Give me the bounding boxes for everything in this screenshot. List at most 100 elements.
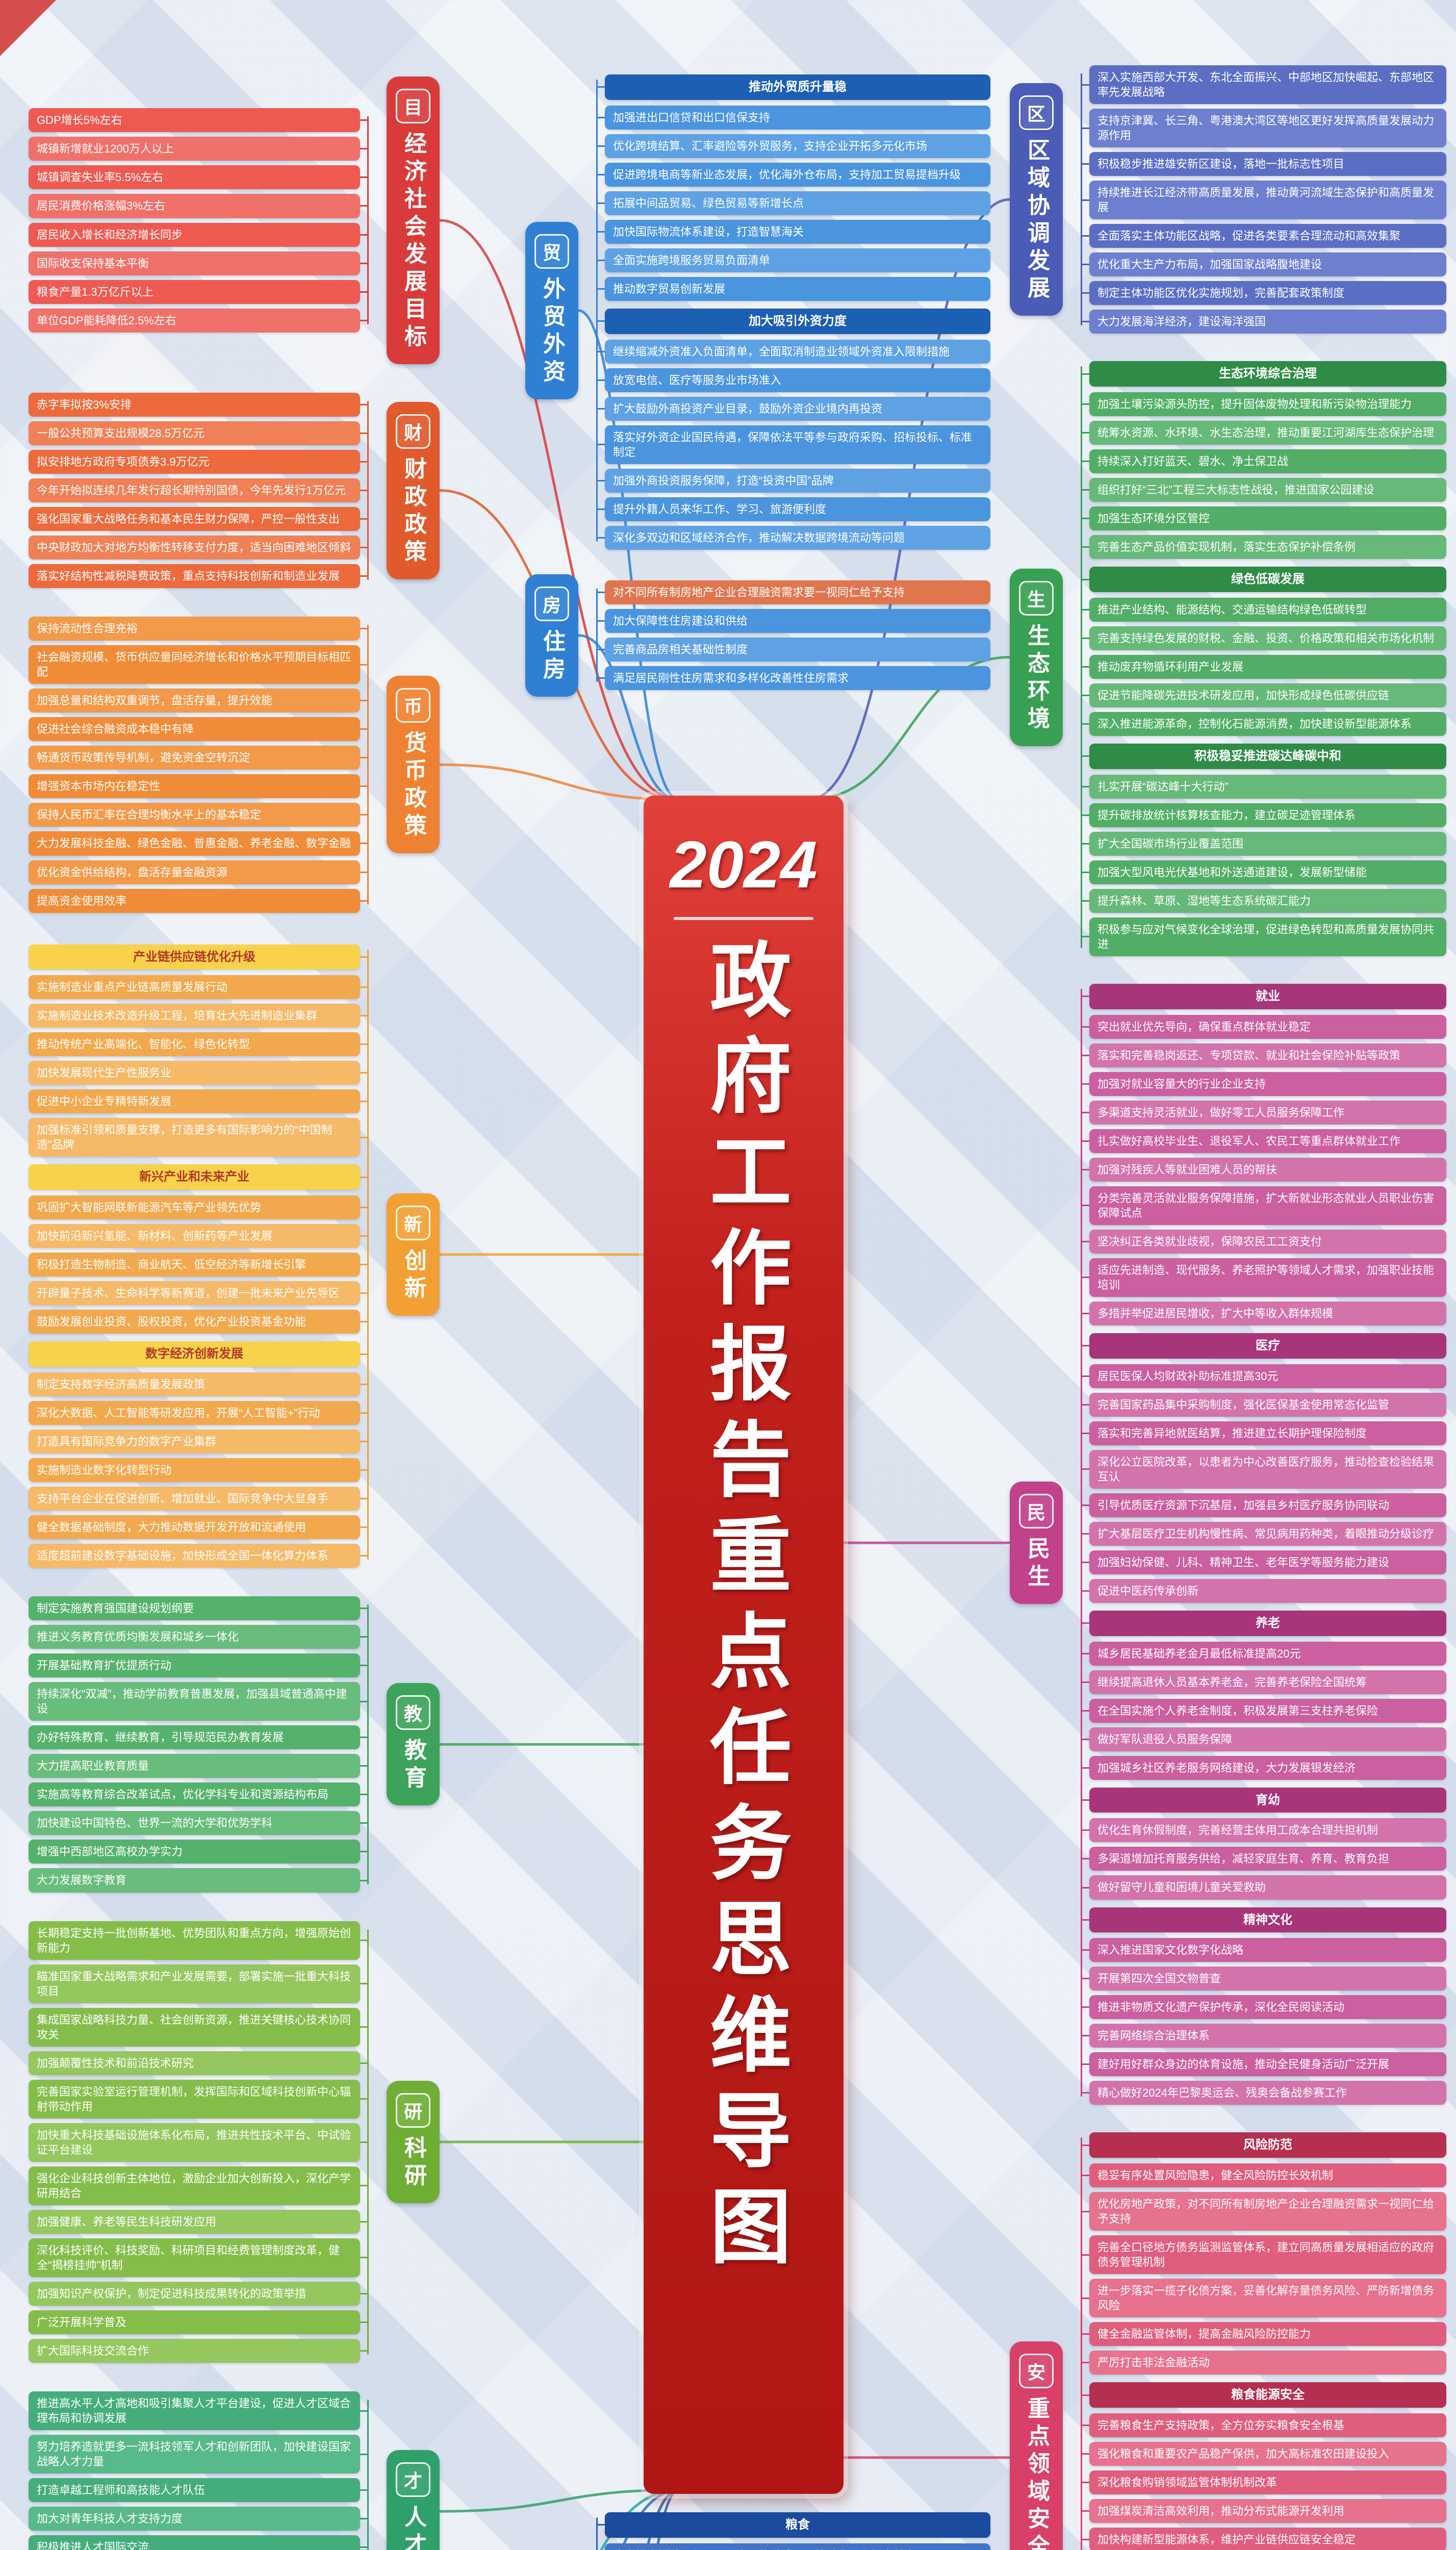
key-security-icon: 安 — [1019, 2353, 1054, 2388]
task-item: 组织打好“三北”工程三大标志性战役，推进国家公园建设 — [1081, 478, 1446, 502]
category-tab-fiscal-policy: 财财政政策 — [387, 401, 440, 579]
task-item: 鼓励发展创业投资、股权投资，优化产业投资基金功能 — [29, 1310, 369, 1334]
task-item: 适度超前建设数字基础设施，加快形成全国一体化算力体系 — [29, 1544, 369, 1568]
task-item: 居民医保人均财政补助标准提高30元 — [1081, 1364, 1446, 1388]
task-item: 优化房地产政策，对不同所有制房地产企业合理融资需求一视同仁给予支持 — [1081, 2192, 1446, 2231]
task-item: 加强知识产权保护，制定促进科技成果转化的政策举措 — [29, 2282, 369, 2306]
category-group-research: 长期稳定支持一批创新基地、优势团队和重点方向，增强原始创新能力瞄准国家重大战略需… — [29, 1921, 440, 2363]
task-list: 推动外贸质升量稳加强进出口信贷和出口信保支持优化跨境结算、汇率避险等外贸服务，支… — [592, 71, 990, 550]
task-item: 加大对青年科技人才支持力度 — [29, 2507, 369, 2531]
task-item: 城镇调查失业率5.5%左右 — [29, 165, 369, 190]
subgroup-header: 积极稳妥推进碳达峰碳中和 — [1081, 744, 1446, 769]
banner-title: 政府工作报告重点任务思维导图 — [698, 937, 789, 2280]
task-item: 优化生育休假制度，完善经营主体用工成本合理共担机制 — [1081, 1818, 1446, 1843]
fiscal-policy-icon: 财 — [396, 414, 430, 449]
category-group-housing: 房住房对不同所有制房地产企业合理融资需求要一视同仁给予支持加大保障性住房建设和供… — [525, 574, 990, 697]
task-item: 加强对就业容量大的行业企业支持 — [1081, 1072, 1446, 1096]
category-tab-foreign-trade: 贸外贸外资 — [525, 221, 578, 399]
task-item: 开展基础教育扩优提质行动 — [29, 1653, 369, 1678]
task-item: 持续深入打好蓝天、碧水、净土保卫战 — [1081, 449, 1446, 474]
task-item: 促进中医药传承创新 — [1081, 1578, 1446, 1603]
task-list: 风险防范稳妥有序处置风险隐患，健全风险防控长效机制优化房地产政策，对不同所有制房… — [1076, 2129, 1446, 2550]
task-item: 加快发展现代生产性服务业 — [29, 1061, 369, 1085]
task-item: 做好留守儿童和困境儿童关爱救助 — [1081, 1875, 1446, 1900]
task-list: 长期稳定支持一批创新基地、优势团队和重点方向，增强原始创新能力瞄准国家重大战略需… — [29, 1921, 373, 2363]
task-item: 加强城乡社区养老服务网络建设，大力发展银发经济 — [1081, 1755, 1446, 1780]
task-item: 畅通货币政策传导机制，避免资金空转沉淀 — [29, 746, 369, 770]
task-item: 强化国家重大战略任务和基本民生财力保障，严控一般性支出 — [29, 507, 369, 531]
task-item: 加强健康、养老等民生科技研发应用 — [29, 2209, 369, 2234]
task-item: 稳妥有序处置风险隐患，健全风险防控长效机制 — [1081, 2163, 1446, 2188]
task-item: 加快前沿新兴氢能、新材料、创新药等产业发展 — [29, 1224, 369, 1248]
category-label: 住房 — [540, 629, 565, 684]
task-item: 全面落实主体功能区战略，促进各类要素合理流动和高效集聚 — [1081, 224, 1446, 248]
task-item: 加快国际物流体系建设，打造智慧海关 — [596, 219, 990, 244]
task-item: 扩大鼓励外商投资产业目录，鼓励外资企业境内再投资 — [596, 396, 990, 421]
middle-top-column: 贸外贸外资推动外贸质升量稳加强进出口信贷和出口信保支持优化跨境结算、汇率避险等外… — [525, 71, 990, 697]
task-item: 引导优质医疗资源下沉基层，加强县乡村医疗服务协同联动 — [1081, 1493, 1446, 1517]
category-group-agriculture: 农三农粮食稳定粮食播种面积，巩固大豆扩种成果，推动大面积提高单产适当提高小麦最低… — [525, 2509, 990, 2550]
category-group-monetary-policy: 保持流动性合理充裕社会融资规模、货币供应量同经济增长和价格水平预期目标相匹配加强… — [29, 617, 440, 913]
task-item: 加快建设中国特色、世界一流的大学和优势学科 — [29, 1811, 369, 1835]
subgroup-header: 产业链供应链优化升级 — [29, 944, 369, 970]
category-tab-economic-goals: 目经济社会发展目标 — [387, 76, 440, 364]
task-item: 适应先进制造、现代服务、养老照护等领域人才需求，加强职业技能培训 — [1081, 1258, 1446, 1297]
category-tab-housing: 房住房 — [525, 574, 578, 697]
task-item: 健全金融监管体制，提高金融风险防控能力 — [1081, 2322, 1446, 2347]
task-item: 国际收支保持基本平衡 — [29, 251, 369, 275]
task-item: 完善全口径地方债务监测监管体系，建立同高质量发展相适应的政府债务管理机制 — [1081, 2235, 1446, 2275]
task-item: 强化企业科技创新主体地位，激励企业加大创新投入，深化产学研用结合 — [29, 2166, 369, 2205]
task-item: 完善支持绿色发展的财税、金融、投资、价格政策和相关市场化机制 — [1081, 626, 1446, 650]
task-item: 居民收入增长和经济增长同步 — [29, 222, 369, 247]
talent-icon: 才 — [396, 2462, 430, 2497]
category-tab-monetary-policy: 币货币政策 — [387, 676, 440, 854]
task-list: 产业链供应链优化升级实施制造业重点产业链高质量发展行动实施制造业技术改造升级工程… — [29, 941, 373, 1568]
subgroup-header: 养老 — [1081, 1610, 1446, 1636]
category-label: 经济社会发展目标 — [401, 132, 426, 352]
task-item: 深化科技评价、科技奖励、科研项目和经费管理制度改革，健全“揭榜挂帅”机制 — [29, 2238, 369, 2278]
task-item: 增强资本市场内在稳定性 — [29, 774, 369, 799]
task-item: 实施制造业数字化转型行动 — [29, 1458, 369, 1483]
task-item: 积极稳步推进雄安新区建设，落地一批标志性项目 — [1081, 152, 1446, 176]
task-item: 实施制造业重点产业链高质量发展行动 — [29, 975, 369, 1000]
task-item: 实施制造业技术改造升级工程，培育壮大先进制造业集群 — [29, 1004, 369, 1028]
task-item: 完善粮食生产支持政策，全方位夯实粮食安全根基 — [1081, 2413, 1446, 2438]
subgroup-header: 生态环境综合治理 — [1081, 361, 1446, 387]
category-label: 创新 — [401, 1248, 426, 1304]
task-item: 落实好结构性减税降费政策，重点支持科技创新和制造业发展 — [29, 564, 369, 589]
task-item: 制定支持数字经济高质量发展政策 — [29, 1372, 369, 1396]
corner-ribbon — [0, 0, 56, 56]
category-tab-research: 研科研 — [387, 2080, 440, 2203]
housing-icon: 房 — [534, 586, 569, 621]
task-item: 扎实做好高校毕业生、退役军人、农民工等重点群体就业工作 — [1081, 1129, 1446, 1153]
subgroup-header: 医疗 — [1081, 1333, 1446, 1359]
subgroup-header: 数字经济创新发展 — [29, 1341, 369, 1367]
task-item: 打造卓越工程师和高技能人才队伍 — [29, 2478, 369, 2503]
task-item: 进一步落实一揽子化债方案，妥善化解存量债务风险、严防新增债务风险 — [1081, 2279, 1446, 2318]
category-tab-livelihood: 民民生 — [1010, 1482, 1063, 1604]
task-item: 促进跨境电商等新业态发展，优化海外仓布局，支持加工贸易提档升级 — [596, 162, 990, 187]
task-item: 继续提高退休人员基本养老金，完善养老保险全国统筹 — [1081, 1670, 1446, 1694]
task-item: 大力发展数字教育 — [29, 1868, 369, 1893]
task-item: 提升外籍人员来华工作、学习、旅游便利度 — [596, 497, 990, 521]
category-tab-education: 教教育 — [387, 1683, 440, 1806]
task-item: 建好用好群众身边的体育设施，推动全民健身活动广泛开展 — [1081, 2052, 1446, 2077]
task-item: 深入推进国家文化数字化战略 — [1081, 1938, 1446, 1962]
task-item: 多措并举促进居民增收，扩大中等收入群体规模 — [1081, 1301, 1446, 1325]
task-item: 完善网络综合治理体系 — [1081, 2024, 1446, 2048]
subgroup-header: 粮食 — [596, 2512, 990, 2538]
research-icon: 研 — [396, 2093, 430, 2128]
task-item: 保持人民币汇率在合理均衡水平上的基本稳定 — [29, 803, 369, 827]
task-item: 加强大型风电光伏基地和外送通道建设，发展新型储能 — [1081, 860, 1446, 884]
task-item: 推进高水平人才高地和吸引集聚人才平台建设，促进人才区域合理布局和协调发展 — [29, 2391, 369, 2431]
category-group-talent: 推进高水平人才高地和吸引集聚人才平台建设，促进人才区域合理布局和协调发展努力培养… — [29, 2391, 440, 2550]
task-item: 满足居民刚性住房需求和多样化改善性住房需求 — [596, 666, 990, 691]
task-item: 积极推进人才国际交流 — [29, 2535, 369, 2550]
task-item: 拓展中间品贸易、绿色贸易等新增长点 — [596, 191, 990, 215]
task-item: 居民消费价格涨幅3%左右 — [29, 194, 369, 218]
task-item: 大力提高职业教育质量 — [29, 1754, 369, 1778]
task-list: 就业突出就业优先导向，确保重点群体就业稳定落实和完善稳岗返还、专项贷款、就业和社… — [1076, 981, 1446, 2105]
ecology-icon: 生 — [1019, 580, 1054, 616]
task-item: 提升碳排放统计核算核查能力，建立碳足迹管理体系 — [1081, 803, 1446, 827]
category-tab-key-security: 安重点领域安全 — [1010, 2341, 1063, 2550]
